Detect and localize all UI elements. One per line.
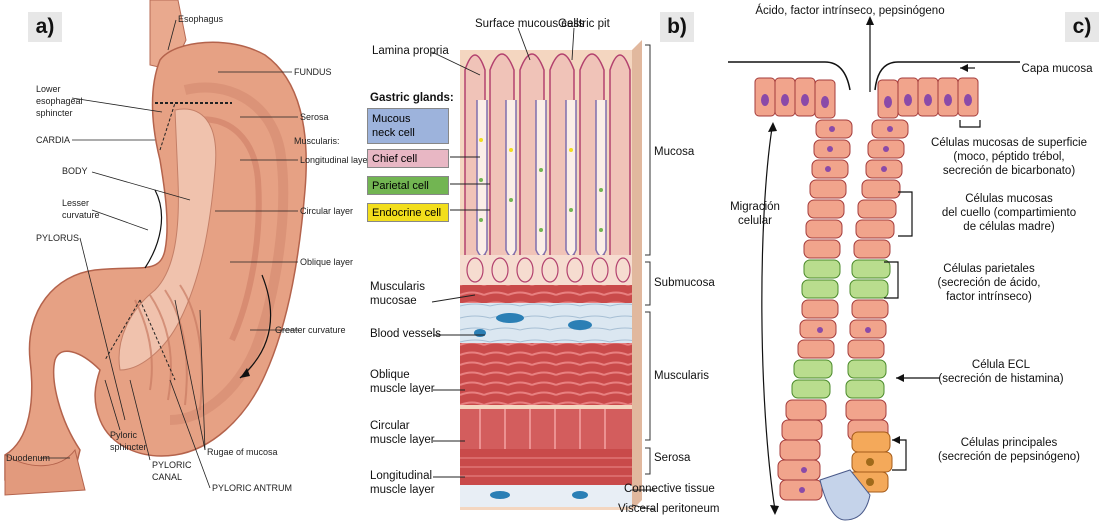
label-body: BODY [62,166,88,177]
label-neck-cells-3: de células madre) [914,220,1104,234]
label-lamina-propria: Lamina propria [372,45,449,58]
label-chief-2: (secreción de pepsinógeno) [914,450,1104,464]
panel-letter-a: a) [28,12,62,42]
label-esophagus: Esophagus [178,14,223,25]
label-muscularis-mucosae-1: Muscularis [370,281,425,294]
panel-letter-b: b) [660,12,694,42]
panel-c-gastric-gland-cells: c) Ácido, factor intrínseco, pepsinógeno… [720,0,1112,527]
label-acid-factor-pepsinogen: Ácido, factor intrínseco, pepsinógeno [730,4,970,18]
label-migracion-2: celular [720,214,790,228]
gastric-wall-illustration [340,0,720,527]
panel-b-gastric-wall: b) Surface mucous cells Gastric pit Lami… [340,0,720,527]
label-gastric-glands: Gastric glands: [370,92,454,105]
label-migracion-1: Migración [720,200,790,214]
label-capa-mucosa: Capa mucosa [1012,62,1102,76]
label-circular-1: Circular [370,420,410,433]
label-les-1: Lower [36,84,61,95]
label-pyloric-sphincter-2: sphincter [110,442,147,453]
label-surface-cells-2: (moco, péptido trébol, [906,150,1112,164]
label-submucosa: Submucosa [654,277,715,290]
panel-letter-c: c) [1065,12,1099,42]
label-pyloric-canal-2: CANAL [152,472,182,483]
label-cardia: CARDIA [36,135,70,146]
label-visceral-peritoneum: Visceral peritoneum [618,503,719,516]
label-ecl-2: (secreción de histamina) [916,372,1086,386]
label-oblique-2: muscle layer [370,383,435,396]
label-les-2: esophageal [36,96,83,107]
label-serosa: Serosa [300,112,329,123]
label-muscularis: Muscularis [654,370,709,383]
label-lesser-2: curvature [62,210,100,221]
label-pyloric-antrum: PYLORIC ANTRUM [212,483,292,494]
label-longitudinal-1: Longitudinal [370,470,432,483]
label-parietal-2: (secreción de ácido, [904,276,1074,290]
label-lesser-1: Lesser [62,198,89,209]
label-pyloric-sphincter-1: Pyloric [110,430,137,441]
label-duodenum: Duodenum [6,453,50,464]
label-oblique-1: Oblique [370,369,410,382]
legend-chief-cell: Chief cell [367,149,449,168]
legend-mucous-label-1: Mucous [372,112,448,126]
legend-endocrine-cell: Endocrine cell [367,203,449,222]
label-parietal-1: Células parietales [904,262,1074,276]
label-fundus: FUNDUS [294,67,332,78]
legend-mucous-label-2: neck cell [372,126,448,140]
label-ecl-1: Célula ECL [916,358,1086,372]
label-surface-cells-3: secreción de bicarbonato) [906,164,1112,178]
label-circular-2: muscle layer [370,434,435,447]
label-rugae: Rugae of mucosa [207,447,278,458]
label-gastric-pit: Gastric pit [558,18,610,31]
legend-mucous-neck-cell: Mucous neck cell [367,108,449,144]
label-neck-cells-2: del cuello (compartimiento [914,206,1104,220]
label-pyloric-canal-1: PYLORIC [152,460,192,471]
label-muscularis-mucosae-2: mucosae [370,295,417,308]
label-blood-vessels: Blood vessels [370,328,441,341]
label-surface-cells-1: Células mucosas de superficie [906,136,1112,150]
legend-parietal-cell: Parietal cell [367,176,449,195]
stomach-illustration [0,0,340,527]
label-greater-curvature: Greater curvature [275,325,346,336]
label-connective-tissue: Connective tissue [624,483,715,496]
label-neck-cells-1: Células mucosas [914,192,1104,206]
label-mucosa: Mucosa [654,146,694,159]
label-chief-1: Células principales [914,436,1104,450]
label-muscularis: Muscularis: [294,136,340,147]
label-les-3: sphincter [36,108,73,119]
panel-a-stomach-anatomy: a) Esophagus FUNDUS Lower esophageal sph… [0,0,340,527]
label-pylorus: PYLORUS [36,233,79,244]
label-longitudinal-2: muscle layer [370,484,435,497]
label-parietal-3: factor intrínseco) [904,290,1074,304]
label-serosa-b: Serosa [654,452,690,465]
